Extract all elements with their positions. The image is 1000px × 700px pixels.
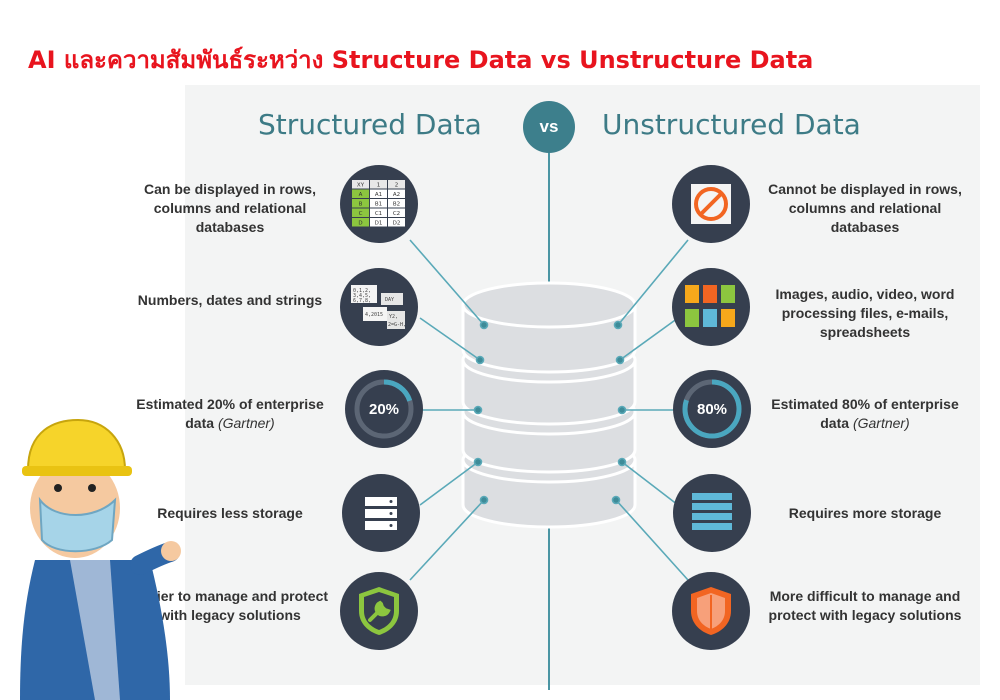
unstructured-row-2-text: Images, audio, video, word processing fi… bbox=[775, 286, 955, 340]
grid-cell-text: C bbox=[359, 211, 363, 217]
grid-cell-text: A1 bbox=[375, 192, 382, 198]
percent-20-label: 20% bbox=[368, 400, 400, 418]
grid-cell bbox=[352, 218, 369, 227]
grid-cell-text: B bbox=[359, 202, 363, 208]
grid-cell bbox=[352, 199, 369, 208]
shield-cracked bbox=[691, 587, 731, 635]
grid-cell bbox=[370, 208, 387, 217]
grid-cell bbox=[352, 180, 369, 189]
grid-cell bbox=[352, 189, 369, 198]
structured-row-2-text: Numbers, dates and strings bbox=[137, 292, 323, 308]
unstructured-row-3-text: Estimated 80% of enterprise data (Gartne… bbox=[771, 396, 959, 431]
card-text: DAY bbox=[385, 297, 394, 303]
broken-shield-icon bbox=[672, 572, 750, 650]
donut-ring bbox=[354, 379, 414, 439]
structured-row-4-text: Requires less storage bbox=[157, 505, 303, 521]
grid-cell bbox=[388, 199, 405, 208]
grid-cell bbox=[370, 189, 387, 198]
grid-cell-text: C1 bbox=[375, 211, 382, 217]
card-text: 3,4,5, bbox=[353, 293, 371, 299]
file-grid bbox=[685, 285, 735, 327]
grid-cell bbox=[388, 218, 405, 227]
structured-row-5-text: Easier to manage and protect with legacy… bbox=[131, 588, 329, 623]
unstructured-row-4-text: Requires more storage bbox=[788, 505, 942, 521]
grid-cell-text: A bbox=[359, 192, 363, 198]
grid-cell-text: D bbox=[358, 221, 362, 227]
vs-badge: vs bbox=[523, 101, 575, 153]
shield-wrench bbox=[359, 587, 399, 635]
grid-cell-text: B2 bbox=[393, 202, 400, 208]
grid-table: XY 1 2A A1 A2B B1 B2C C1 C2D D1 D2 bbox=[352, 180, 405, 227]
grid-cell bbox=[388, 208, 405, 217]
banner-title: AI และความสัมพันธ์ระหว่าง Structure Data… bbox=[28, 46, 814, 74]
unstructured-row-5-text: More difficult to manage and protect wit… bbox=[768, 588, 962, 623]
percent-80-label: 80% bbox=[696, 400, 728, 418]
no-table-icon bbox=[672, 165, 750, 243]
grid-cell bbox=[370, 180, 387, 189]
structured-data-heading: Structured Data bbox=[258, 108, 482, 141]
card-text: 2=G-H, bbox=[388, 322, 406, 328]
grid-cell bbox=[388, 180, 405, 189]
donut-20-icon: 20% bbox=[345, 370, 423, 448]
grid-cell bbox=[370, 218, 387, 227]
grid-cell-text: 2 bbox=[395, 183, 399, 189]
grid-cell-text: A2 bbox=[393, 192, 400, 198]
card-text: 6,7,8, bbox=[353, 298, 371, 304]
wrench-shield-icon bbox=[340, 572, 418, 650]
card-text: 0,1,2, bbox=[353, 288, 371, 294]
donut-ring bbox=[682, 379, 742, 439]
gartner-note: (Gartner) bbox=[217, 415, 275, 431]
grid-cell-text: B1 bbox=[375, 202, 382, 208]
card-text: 4,2015 bbox=[365, 312, 383, 318]
file-types-icon bbox=[672, 268, 750, 346]
server-stack bbox=[365, 497, 397, 530]
unstructured-row-1-text: Cannot be displayed in rows, columns and… bbox=[768, 181, 962, 235]
server-rack bbox=[692, 493, 732, 530]
donut-80-icon: 80% bbox=[673, 370, 751, 448]
gartner-note: (Gartner) bbox=[852, 415, 910, 431]
data-cards: 0,1,2, 3,4,5, 6,7,8, DAY 4,2015 Y2, 2=G-… bbox=[351, 285, 406, 329]
unstructured-data-heading: Unstructured Data bbox=[602, 108, 861, 141]
grid-cell bbox=[370, 199, 387, 208]
grid-cell-text: D2 bbox=[393, 221, 401, 227]
data-cards-icon: 0,1,2, 3,4,5, 6,7,8, DAY 4,2015 Y2, 2=G-… bbox=[340, 268, 418, 346]
grid-cell-text: D1 bbox=[375, 221, 383, 227]
small-server-icon bbox=[342, 474, 420, 552]
card-text: Y2, bbox=[389, 314, 398, 320]
grid-cell bbox=[388, 189, 405, 198]
grid-cell-text: 1 bbox=[377, 183, 381, 189]
structured-row-3-text: Estimated 20% of enterprise data (Gartne… bbox=[136, 396, 324, 431]
crossed-table bbox=[691, 184, 731, 224]
grid-cell-text: XY bbox=[357, 183, 365, 189]
grid-cell-text: C2 bbox=[393, 211, 400, 217]
grid-cell bbox=[352, 208, 369, 217]
large-server-icon bbox=[673, 474, 751, 552]
structured-row-1-text: Can be displayed in rows, columns and re… bbox=[144, 181, 316, 235]
